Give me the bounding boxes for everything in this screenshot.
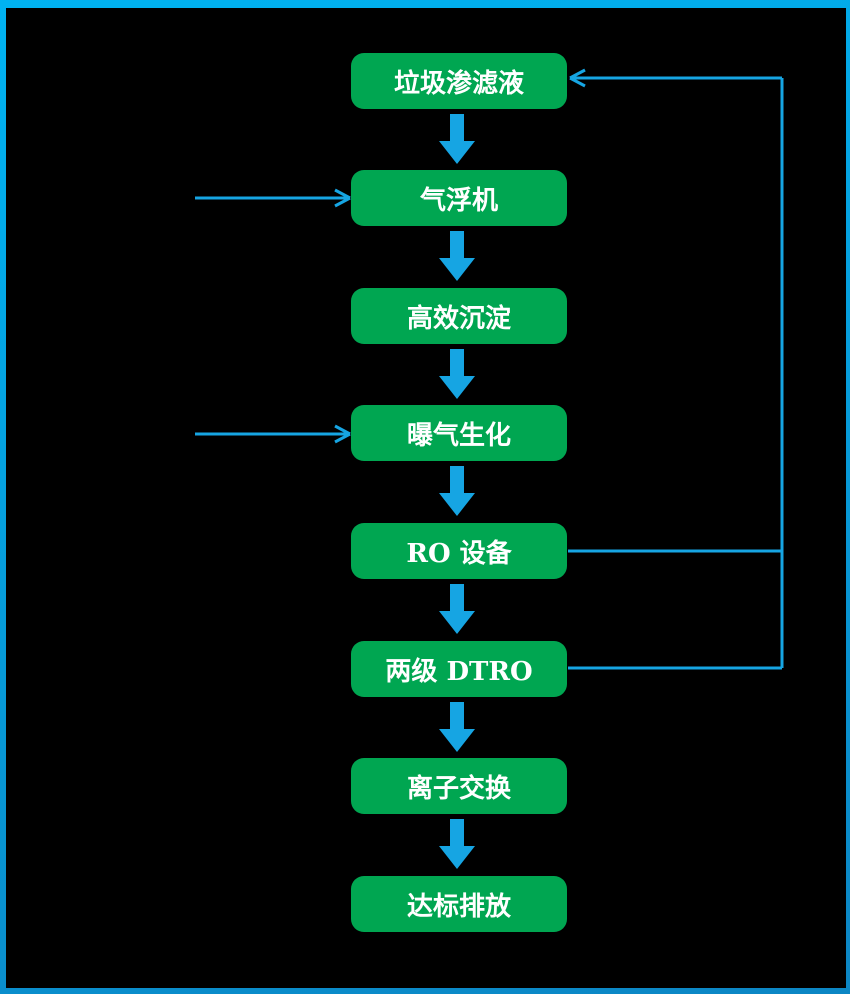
down-arrow <box>439 114 475 164</box>
down-arrow <box>439 702 475 752</box>
node-air-flotation: 气浮机 <box>351 170 567 226</box>
node-aeration-biochemical: 曝气生化 <box>351 405 567 461</box>
down-arrow <box>439 349 475 399</box>
feedback-arrow-into-leachate <box>569 68 782 88</box>
node-high-efficiency-sedimentation: 高效沉淀 <box>351 288 567 344</box>
node-discharge: 达标排放 <box>351 876 567 932</box>
node-label: 高效沉淀 <box>406 303 511 334</box>
node-two-stage-dtro: 两级 DTRO <box>351 641 567 697</box>
node-label: 离子交换 <box>406 773 511 804</box>
down-arrow <box>439 819 475 869</box>
node-label: 两级 DTRO <box>385 656 533 687</box>
down-arrow <box>439 231 475 281</box>
down-arrow <box>439 584 475 634</box>
node-ion-exchange: 离子交换 <box>351 758 567 814</box>
down-arrow <box>439 466 475 516</box>
inlet-arrow-aeration <box>195 424 351 444</box>
node-label: 曝气生化 <box>406 420 511 451</box>
node-label: 气浮机 <box>419 185 498 216</box>
node-label: 达标排放 <box>406 891 511 922</box>
node-leachate: 垃圾渗滤液 <box>351 53 567 109</box>
node-ro-equipment: RO 设备 <box>351 523 567 579</box>
inlet-arrow-air-flotation <box>195 188 351 208</box>
node-label: RO 设备 <box>406 538 512 569</box>
node-label: 垃圾渗滤液 <box>393 68 524 99</box>
